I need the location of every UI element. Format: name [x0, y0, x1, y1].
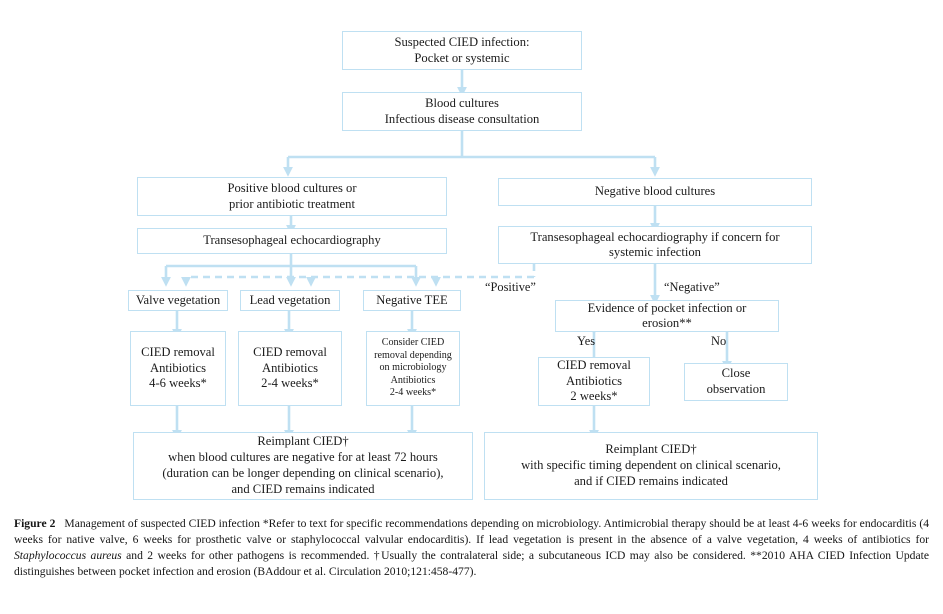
node-negative-blood-cultures-text: Negative blood cultures: [594, 184, 716, 199]
node-tee-right[interactable]: Transesophageal echocardiography if conc…: [498, 226, 812, 264]
node-negative-tee-text: Negative TEE: [376, 292, 448, 307]
node-tee-left-text: Transesophageal echocardiography: [203, 233, 381, 248]
node-lead-vegetation[interactable]: Lead vegetation: [240, 290, 340, 311]
edge-label-yes: Yes: [577, 334, 596, 348]
node-suspected-infection[interactable]: Suspected CIED infection:Pocket or syste…: [342, 31, 582, 70]
figure-caption-italic: Staphylococcus aureus: [14, 548, 122, 562]
figure-caption-part2: and 2 weeks for other pathogens is recom…: [14, 548, 929, 578]
flowchart-canvas: Suspected CIED infection:Pocket or syste…: [128, 31, 818, 500]
node-valve-vegetation[interactable]: Valve vegetation: [128, 290, 228, 311]
node-tee-right-text: Transesophageal echocardiography if conc…: [530, 229, 780, 259]
edge-label-no: No: [711, 334, 727, 348]
edge-label-positive: “Positive”: [485, 280, 536, 294]
node-negative-tee[interactable]: Negative TEE: [363, 290, 461, 311]
edge-label-negative: “Negative”: [664, 280, 720, 294]
node-reimplant-left-text: Reimplant CIED†when blood cultures are n…: [162, 434, 444, 496]
figure-caption-part1: Management of suspected CIED infection *…: [14, 517, 929, 546]
node-reimplant-right[interactable]: Reimplant CIED†with specific timing depe…: [484, 432, 818, 500]
figure-caption-lead: Figure 2: [14, 517, 56, 530]
node-suspected-infection-text: Suspected CIED infection:Pocket or syste…: [394, 35, 530, 65]
node-reimplant-right-text: Reimplant CIED†with specific timing depe…: [521, 442, 781, 488]
node-reimplant-left[interactable]: Reimplant CIED†when blood cultures are n…: [133, 432, 473, 500]
node-negative-blood-cultures[interactable]: Negative blood cultures: [498, 178, 812, 206]
node-tee-left[interactable]: Transesophageal echocardiography: [137, 228, 447, 254]
node-valve-vegetation-text: Valve vegetation: [135, 292, 221, 307]
node-lead-vegetation-text: Lead vegetation: [249, 292, 331, 307]
